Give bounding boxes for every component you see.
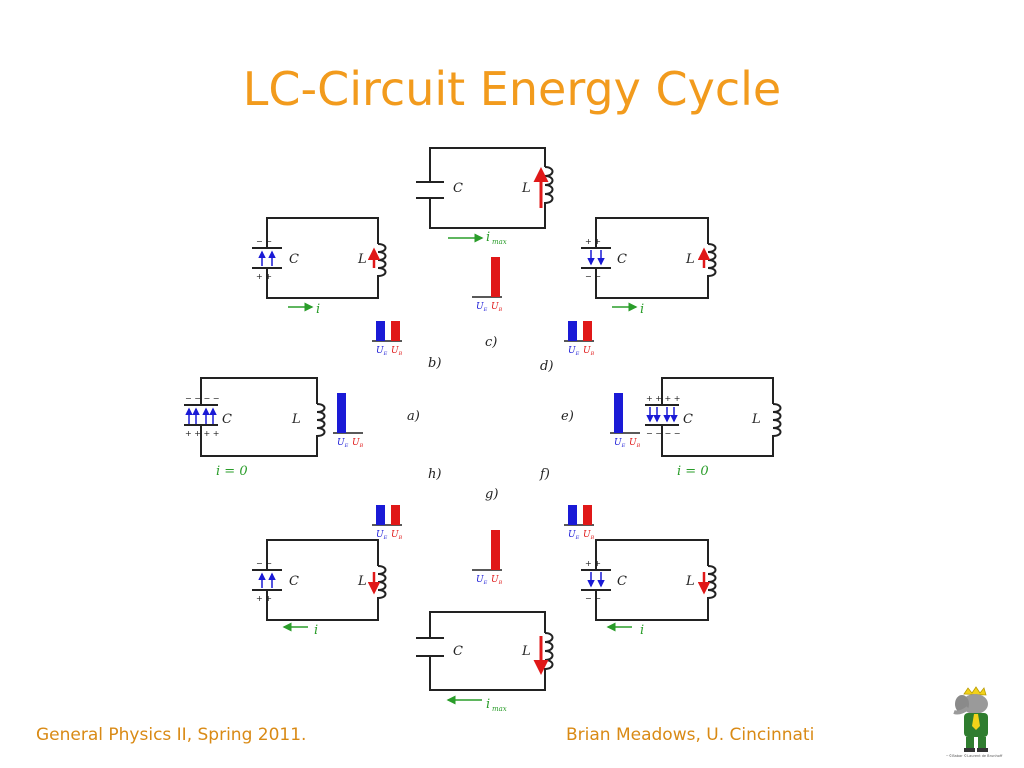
svg-text:C: C [289,574,299,589]
panel-label-e: e) [561,409,574,424]
magnetic-energy-label: UB [629,438,641,449]
svg-text:max: max [492,705,507,713]
magnetic-energy-label: UB [391,530,403,541]
svg-text:C: C [683,412,693,427]
svg-text:L: L [521,644,531,659]
svg-text:C: C [617,574,627,589]
svg-text:+ +: + + [585,559,601,568]
magnetic-energy-bar [391,505,400,525]
panel-label-f: f) [539,467,550,482]
magnetic-energy-bar [583,321,592,341]
inductor-label: L [521,181,531,196]
magnetic-energy-label: UB [583,530,595,541]
svg-text:C: C [222,412,232,427]
electric-energy-label: UE [568,530,580,541]
svg-text:− − − −: − − − − [646,429,680,438]
mascot-caption: ~©Babar ©Laurent de Brunhoff [946,754,1003,758]
capacitor-label: C [453,181,463,196]
panel-label-h: h) [428,467,441,482]
panel-label-c: c) [485,335,497,350]
svg-text:L: L [357,574,367,589]
electric-energy-bar [337,393,346,433]
svg-text:i: i [316,302,320,317]
svg-text:+ + + +: + + + + [646,394,680,403]
svg-text:C: C [617,252,627,267]
electric-energy-label: UE [476,575,488,586]
page-title: LC-Circuit Energy Cycle [242,62,782,116]
svg-text:+ +: + + [256,594,272,603]
electric-energy-bar [614,393,623,433]
electric-energy-label: UE [376,346,388,357]
svg-text:− −: − − [585,594,601,603]
svg-text:L: L [291,412,301,427]
electric-energy-label: UE [337,438,349,449]
magnetic-energy-label: UB [491,302,503,313]
svg-text:+ + + +: + + + + [185,429,219,438]
magnetic-energy-label: UB [583,346,595,357]
electric-energy-label: UE [568,346,580,357]
electric-energy-bar [568,321,577,341]
svg-text:i: i [314,623,318,638]
electric-energy-bar [376,321,385,341]
footer-author: Brian Meadows, U. Cincinnati [566,725,815,745]
svg-text:L: L [685,574,695,589]
svg-text:− −: − − [585,272,601,281]
svg-text:i: i [640,623,644,638]
circuit-g: C L i max [416,611,554,713]
svg-text:+ +: + + [256,272,272,281]
electric-energy-bar [376,505,385,525]
circuit-d: + + − − C L i [581,217,717,317]
footer-course: General Physics II, Spring 2011. [36,725,307,745]
svg-text:− −: − − [256,559,272,568]
magnetic-energy-bar [491,530,500,570]
svg-text:L: L [357,252,367,267]
panel-label-a: a) [407,409,420,424]
panel-label-g: g) [485,487,498,502]
electric-energy-label: UE [476,302,488,313]
circuit-c: C L i max [416,147,554,246]
svg-text:− −: − − [256,237,272,246]
circuit-a: − − − − + + + + C L i = 0 [184,377,326,479]
magnetic-energy-bar [583,505,592,525]
svg-text:C: C [453,644,463,659]
electric-energy-label: UE [376,530,388,541]
svg-text:C: C [289,252,299,267]
electric-energy-bar [568,505,577,525]
circuit-e: + + + + − − − − C L i = 0 [645,377,782,479]
svg-text:L: L [751,412,761,427]
magnetic-energy-label: UB [491,575,503,586]
elephant-mascot-icon: ~©Babar ©Laurent de Brunhoff [946,686,1003,758]
magnetic-energy-bar [391,321,400,341]
electric-energy-label: UE [614,438,626,449]
circuit-h: − − + + C L i [252,539,387,638]
current-max-label: i [486,230,490,245]
svg-text:i: i [640,302,644,317]
magnetic-energy-label: UB [352,438,364,449]
svg-text:max: max [492,238,507,246]
svg-text:+ +: + + [585,237,601,246]
panel-label-d: d) [540,359,553,374]
svg-text:i = 0: i = 0 [677,464,709,479]
magnetic-energy-bar [491,257,500,297]
zero-current-label: i = 0 [216,464,248,479]
circuit-b: − − + + C L i [252,217,387,317]
circuit-f: + + − − C L i [581,539,717,638]
panel-label-b: b) [428,356,441,371]
svg-text:L: L [685,252,695,267]
magnetic-energy-label: UB [391,346,403,357]
svg-text:i: i [486,697,490,712]
svg-text:− − − −: − − − − [185,394,219,403]
